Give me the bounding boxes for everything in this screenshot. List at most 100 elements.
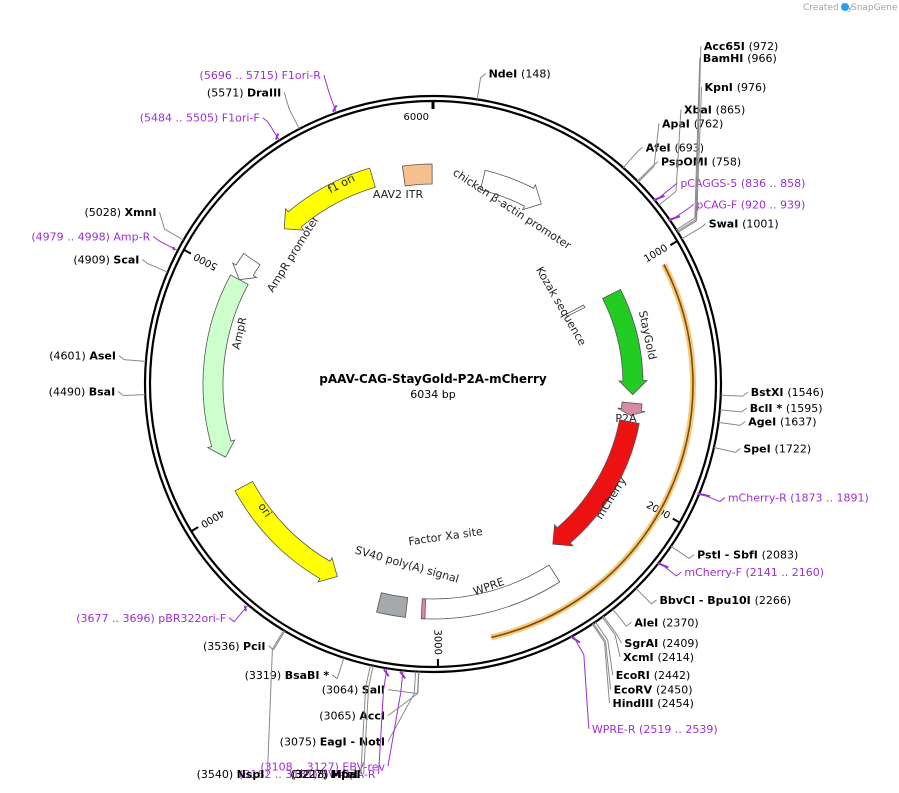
site-leader	[658, 191, 677, 206]
enzyme-label-bsai: (4490) BsaI	[49, 385, 116, 398]
site-leader	[694, 58, 701, 219]
enzyme-label-scai: (4909) ScaI	[73, 253, 139, 266]
primer-mark	[274, 133, 280, 140]
enzyme-label-pcii: (3536) PciI	[203, 640, 266, 653]
site-leader	[622, 150, 639, 169]
feature-ampr-promoter	[231, 252, 261, 281]
site-leader	[378, 689, 385, 775]
feature-ori	[234, 480, 338, 583]
enzyme-label-alei: AleI (2370)	[634, 616, 698, 629]
enzyme-label-agei: AgeI (1637)	[748, 415, 816, 428]
site-leader	[696, 86, 703, 221]
enzyme-label-spei: SpeI (1722)	[743, 442, 811, 455]
enzyme-label-swai: SwaI (1001)	[709, 218, 779, 231]
site-leader	[607, 640, 614, 676]
enzyme-label-eagi-noti: (3075) EagI - NotI	[280, 735, 385, 748]
site-leader	[615, 633, 622, 644]
enzyme-label-acci: (3065) AccI	[319, 710, 385, 723]
feature-ampr	[202, 274, 249, 458]
tick-mark	[672, 517, 681, 524]
enzyme-label-hpai: (3218) HpaI	[292, 768, 361, 781]
feature-f1-ori	[283, 167, 376, 231]
feature-sv40-poly-a-signal	[376, 592, 409, 618]
tick-mark	[669, 240, 678, 246]
site-leader	[720, 394, 743, 397]
tick-label: 6000	[404, 112, 429, 123]
site-leader	[637, 166, 655, 183]
site-leader	[273, 630, 286, 651]
site-leader	[387, 689, 418, 695]
site-leader	[688, 203, 694, 209]
plasmid-name: pAAV-CAG-StayGold-P2A-mCherry	[319, 372, 547, 386]
site-leader	[283, 92, 290, 110]
enzyme-label-afei: AfeI (693)	[646, 141, 704, 154]
site-leader	[413, 671, 417, 694]
site-labels: NdeI (148)AfeI (693)PspOMI (758)ApaI (76…	[31, 40, 868, 781]
site-leader	[323, 74, 330, 93]
tick-label: 4000	[198, 507, 225, 530]
site-leader	[228, 617, 235, 623]
enzyme-label-sali: (3064) SalI	[322, 684, 385, 697]
tick-mark	[183, 248, 192, 255]
site-leader	[331, 674, 338, 680]
credit-brand: SnapGene	[851, 3, 898, 13]
site-leader	[601, 616, 616, 636]
site-leader	[626, 621, 632, 627]
site-leader	[288, 109, 300, 130]
site-leader	[365, 665, 372, 687]
enzyme-label-acc65i: Acc65I (972)	[704, 40, 778, 53]
primer-mark	[652, 194, 665, 202]
plasmid-size: 6034 bp	[410, 388, 455, 401]
primer-mark	[243, 605, 248, 612]
site-leader	[360, 686, 367, 775]
feature-label-factor-xa-site: Factor Xa site	[408, 525, 484, 548]
site-leader	[387, 692, 402, 767]
site-leader	[735, 447, 741, 453]
site-leader	[675, 109, 682, 192]
enzyme-label-xmni: (5028) XmnI	[85, 206, 157, 219]
site-leader	[681, 227, 701, 240]
enzyme-label-xcmi: XcmI (2414)	[623, 651, 694, 664]
site-leader	[637, 165, 654, 182]
site-leader	[476, 77, 482, 100]
site-leader	[700, 223, 707, 229]
site-leader	[271, 630, 285, 650]
site-leader	[583, 654, 590, 729]
site-leader	[152, 236, 159, 241]
enzyme-label-kpni: KpnI (976)	[705, 81, 767, 94]
primer-mark	[332, 104, 338, 113]
site-leader	[158, 239, 178, 252]
site-leader	[675, 217, 696, 231]
enzyme-label-bamhi: BamHI (966)	[703, 52, 777, 65]
enzyme-label-hindiii: HindIII (2454)	[613, 697, 694, 710]
enzyme-label-xbai: XbaI (865)	[684, 103, 745, 116]
site-leader	[118, 355, 125, 361]
primer-mark	[697, 492, 711, 498]
site-leader	[676, 571, 682, 577]
site-leader	[713, 447, 736, 453]
site-leader	[368, 665, 374, 688]
site-leader	[336, 657, 345, 679]
site-leader	[695, 45, 702, 220]
site-leader	[591, 623, 605, 643]
enzyme-label-psti-sbfi: PstI - SbfI (2083)	[697, 549, 798, 562]
primer-label-mcherry-r: mCherry-R (1873 .. 1891)	[728, 492, 869, 505]
site-leader	[266, 649, 273, 775]
site-leader	[123, 394, 146, 396]
site-leader	[677, 220, 697, 233]
primer-label-sv40pa-r: (3162 .. 3181) SV40pA-R	[239, 768, 376, 781]
site-leader	[739, 420, 746, 426]
primer-label-amp-r: (4979 .. 4998) Amp-R	[31, 230, 150, 243]
feature-staygold	[602, 288, 648, 396]
enzyme-label-bbvci-bpu10i: BbvCI - Bpu10I (2266)	[659, 594, 791, 607]
site-leader	[718, 421, 741, 426]
primer-mark	[667, 215, 681, 222]
primer-mark	[570, 635, 581, 644]
site-leader	[688, 554, 695, 559]
site-leader	[653, 123, 660, 167]
site-leader	[417, 671, 420, 694]
enzyme-label-ndei: NdeI (148)	[489, 68, 551, 81]
primer-mark	[399, 670, 407, 680]
tick-label: 5000	[192, 250, 220, 272]
site-leader	[604, 642, 611, 704]
